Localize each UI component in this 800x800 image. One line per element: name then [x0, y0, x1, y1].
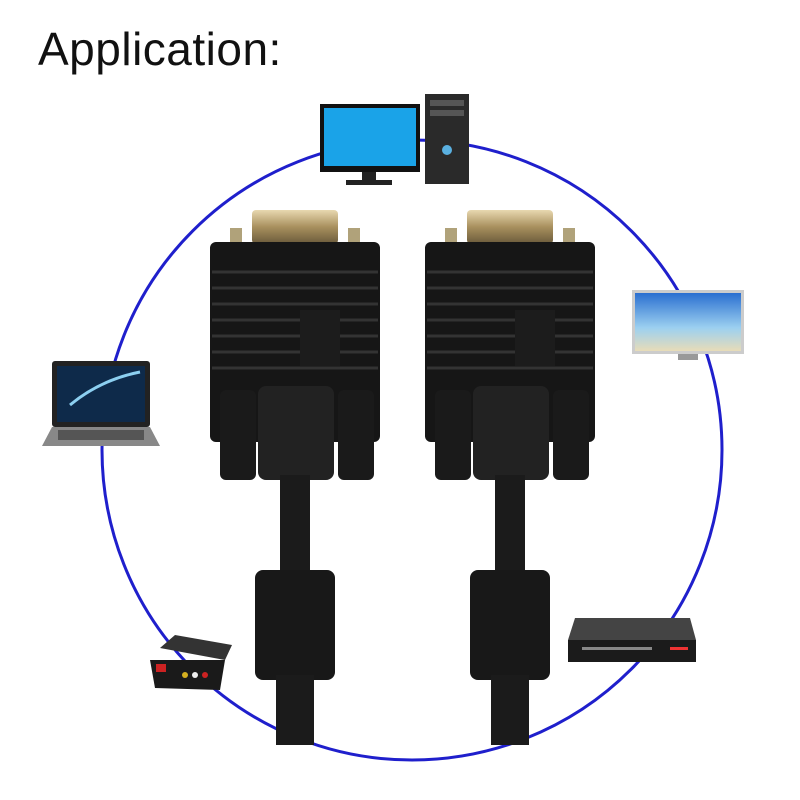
- tv-icon: [632, 290, 744, 360]
- vga-connector-right: [423, 208, 597, 747]
- page-title: Application:: [38, 23, 282, 75]
- dvd-player-icon: [568, 618, 696, 662]
- desktop-computer-icon: [320, 94, 469, 185]
- laptop-icon: [42, 361, 160, 446]
- av-converter-icon: [150, 635, 232, 690]
- vga-connector-left: [208, 208, 382, 747]
